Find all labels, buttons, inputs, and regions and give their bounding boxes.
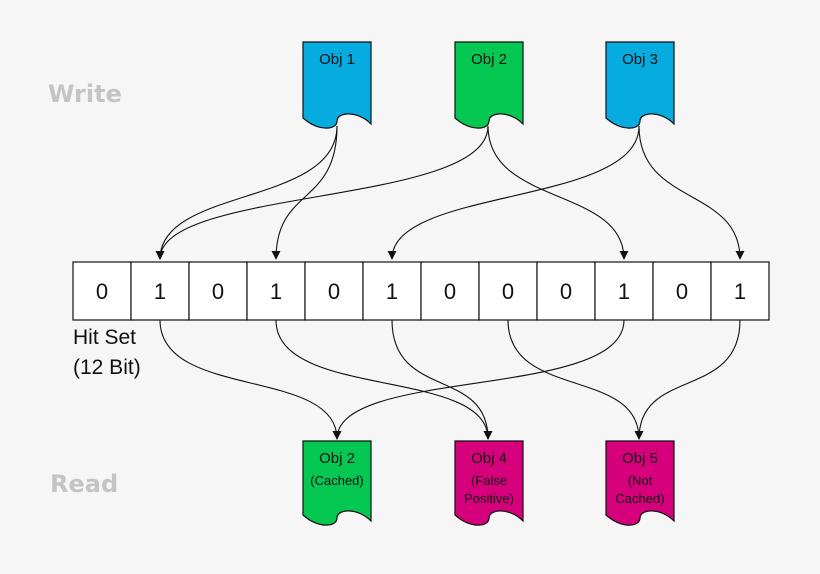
write-arrow (271, 125, 338, 260)
document-shape (302, 41, 372, 129)
hit-set-title: Hit Set (73, 326, 137, 349)
bit-value: 1 (618, 279, 630, 304)
document-shape (302, 440, 372, 526)
bit-value: 0 (96, 279, 108, 304)
read-arrow (332, 319, 625, 440)
hit-set-label: Hit Set (12 Bit) (73, 323, 141, 383)
bit-value: 1 (386, 279, 398, 304)
write-arrow (155, 125, 489, 260)
write-object-3: Obj 3 (605, 41, 675, 129)
write-arrow (638, 125, 745, 260)
bit-value: 0 (444, 279, 456, 304)
write-object-2: Obj 2 (454, 41, 524, 129)
write-object-1: Obj 1 (302, 41, 372, 129)
write-arrow (487, 125, 629, 260)
hit-set-bit-array: 0 1 0 1 0 1 0 0 0 1 0 1 (72, 261, 770, 321)
document-shape (605, 440, 675, 526)
read-arrow (159, 319, 342, 440)
object-note: (Not (628, 473, 653, 488)
document-shape (605, 41, 675, 129)
read-arrow (634, 319, 741, 440)
bit-cell (130, 261, 190, 321)
bit-cell (536, 261, 596, 321)
object-note: (False (471, 473, 507, 488)
bit-value: 1 (154, 279, 166, 304)
read-arrow (391, 319, 493, 440)
object-name: Obj 3 (622, 51, 658, 68)
object-name: Obj 1 (319, 51, 355, 68)
write-arrow (155, 125, 338, 260)
object-note: Cached) (615, 491, 664, 506)
bit-value: 0 (502, 279, 514, 304)
object-note: (Cached) (310, 473, 363, 488)
write-objects: Obj 1 Obj 2 Obj 3 (302, 41, 675, 129)
bit-cell (362, 261, 422, 321)
write-label: Write (48, 80, 122, 108)
document-shape (454, 440, 524, 526)
bit-cell (420, 261, 480, 321)
read-arrow (275, 319, 493, 440)
object-name: Obj 2 (471, 51, 507, 68)
object-note: Positive) (464, 491, 514, 506)
bit-value: 0 (328, 279, 340, 304)
bit-cell (594, 261, 654, 321)
write-arrow (387, 125, 640, 260)
bit-value: 0 (212, 279, 224, 304)
object-name: Obj 2 (319, 450, 355, 467)
document-shape (454, 41, 524, 129)
bit-cell (478, 261, 538, 321)
read-arrow (507, 319, 644, 440)
object-name: Obj 5 (622, 450, 658, 467)
bit-cell (710, 261, 770, 321)
bit-value: 1 (270, 279, 282, 304)
object-name: Obj 4 (471, 450, 507, 467)
read-label: Read (50, 470, 119, 498)
bit-value: 0 (676, 279, 688, 304)
bit-cell (304, 261, 364, 321)
bit-value: 1 (734, 279, 746, 304)
read-object-1: Obj 2 (Cached) (302, 440, 372, 526)
connection-arrows (155, 125, 745, 440)
bit-value: 0 (560, 279, 572, 304)
hit-set-size: (12 Bit) (73, 356, 141, 379)
